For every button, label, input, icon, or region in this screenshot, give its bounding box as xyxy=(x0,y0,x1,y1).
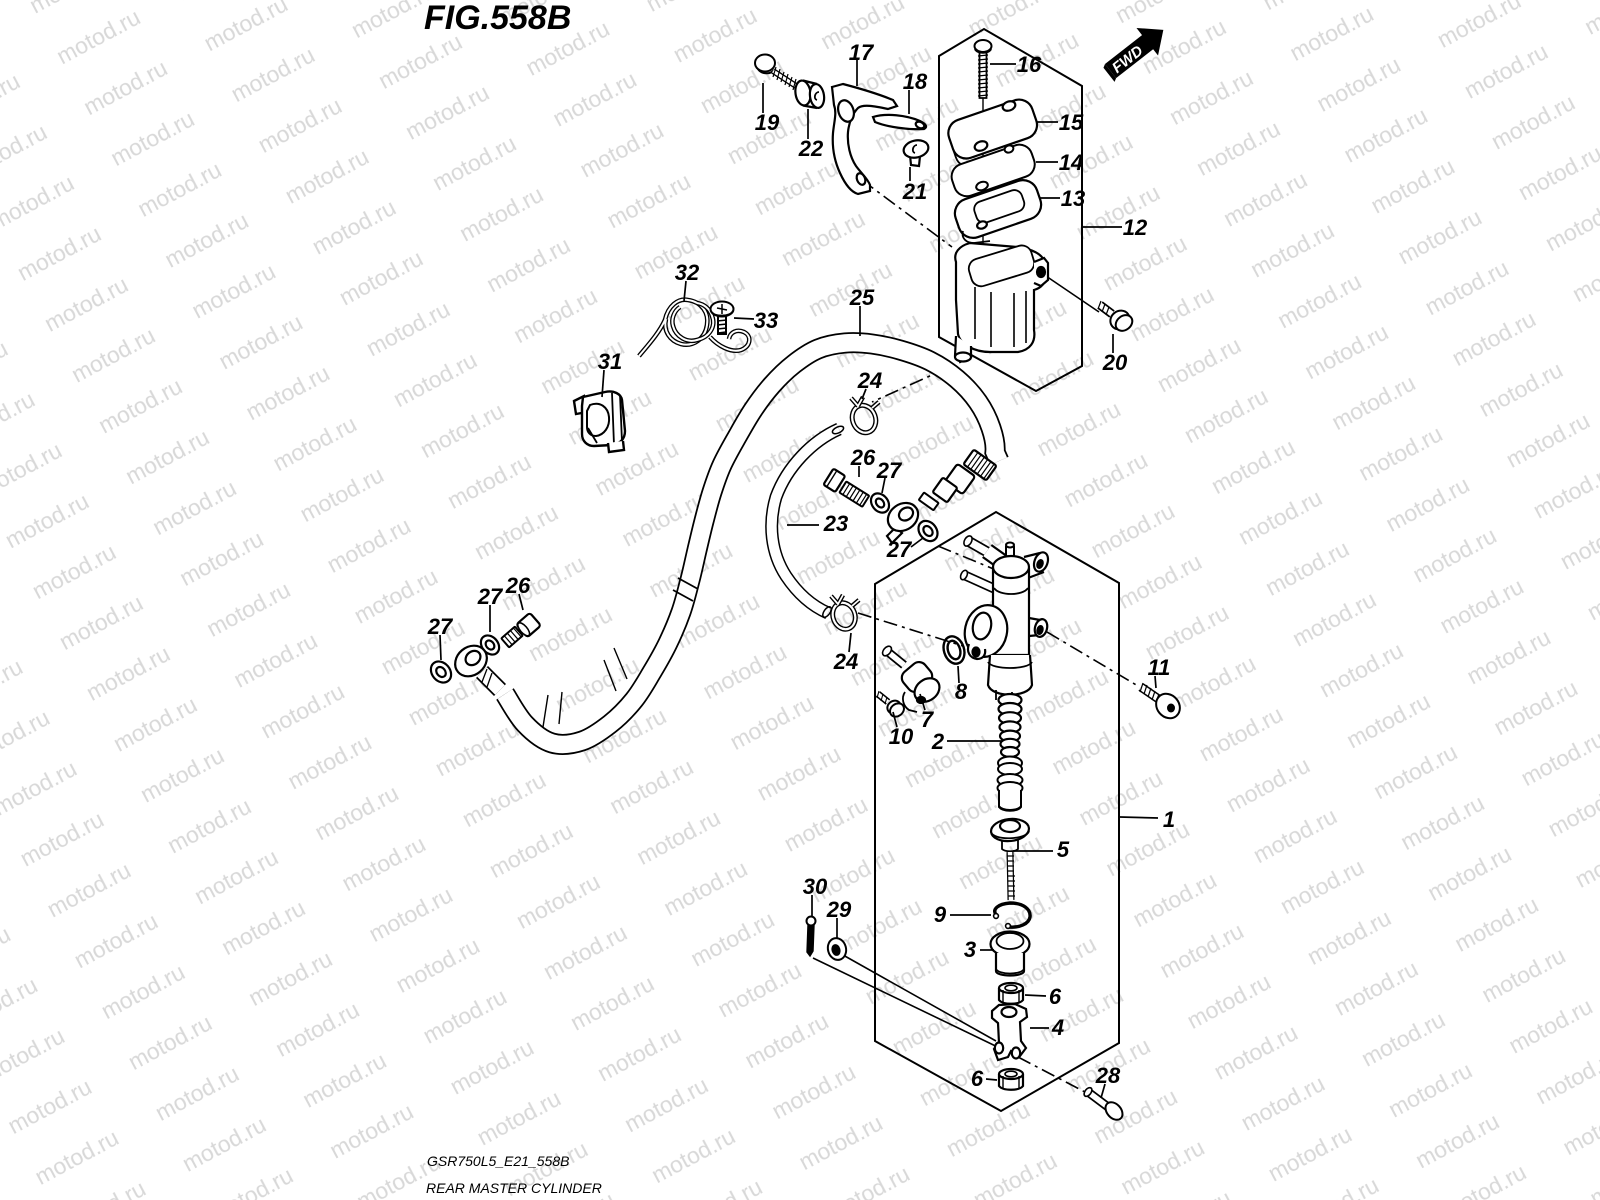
svg-text:24: 24 xyxy=(857,368,882,393)
svg-text:16: 16 xyxy=(1017,52,1042,77)
svg-text:FIG.558B: FIG.558B xyxy=(424,0,571,37)
svg-text:14: 14 xyxy=(1059,150,1083,175)
svg-text:REAR MASTER CYLINDER: REAR MASTER CYLINDER xyxy=(426,1180,602,1196)
svg-text:11: 11 xyxy=(1148,655,1171,680)
svg-text:6: 6 xyxy=(971,1066,984,1091)
svg-text:27: 27 xyxy=(876,458,903,483)
svg-text:26: 26 xyxy=(505,573,531,598)
svg-text:5: 5 xyxy=(1057,837,1070,862)
svg-text:3: 3 xyxy=(964,937,976,962)
svg-text:28: 28 xyxy=(1095,1063,1121,1088)
svg-text:30: 30 xyxy=(803,874,828,899)
svg-text:32: 32 xyxy=(675,260,700,285)
svg-text:9: 9 xyxy=(934,902,947,927)
svg-text:12: 12 xyxy=(1123,215,1148,240)
svg-text:25: 25 xyxy=(849,285,875,310)
svg-text:33: 33 xyxy=(754,308,778,333)
svg-text:19: 19 xyxy=(755,110,780,135)
svg-text:23: 23 xyxy=(823,511,848,536)
svg-text:22: 22 xyxy=(798,136,824,161)
svg-text:29: 29 xyxy=(826,897,852,922)
svg-text:13: 13 xyxy=(1061,186,1085,211)
svg-text:15: 15 xyxy=(1059,110,1084,135)
svg-text:27: 27 xyxy=(477,584,504,609)
svg-text:20: 20 xyxy=(1102,350,1128,375)
svg-text:17: 17 xyxy=(849,40,875,65)
svg-text:18: 18 xyxy=(903,69,928,94)
svg-text:26: 26 xyxy=(850,445,876,470)
svg-text:24: 24 xyxy=(833,649,858,674)
svg-text:6: 6 xyxy=(1049,984,1062,1009)
svg-text:27: 27 xyxy=(427,614,454,639)
svg-text:8: 8 xyxy=(955,679,968,704)
svg-text:GSR750L5_E21_558B: GSR750L5_E21_558B xyxy=(427,1153,569,1169)
svg-text:7: 7 xyxy=(921,707,935,732)
svg-text:31: 31 xyxy=(598,349,622,374)
svg-text:4: 4 xyxy=(1051,1015,1064,1040)
svg-text:2: 2 xyxy=(931,729,945,754)
svg-text:27: 27 xyxy=(886,537,913,562)
svg-text:1: 1 xyxy=(1163,807,1175,832)
svg-text:10: 10 xyxy=(889,724,914,749)
svg-text:21: 21 xyxy=(902,179,927,204)
